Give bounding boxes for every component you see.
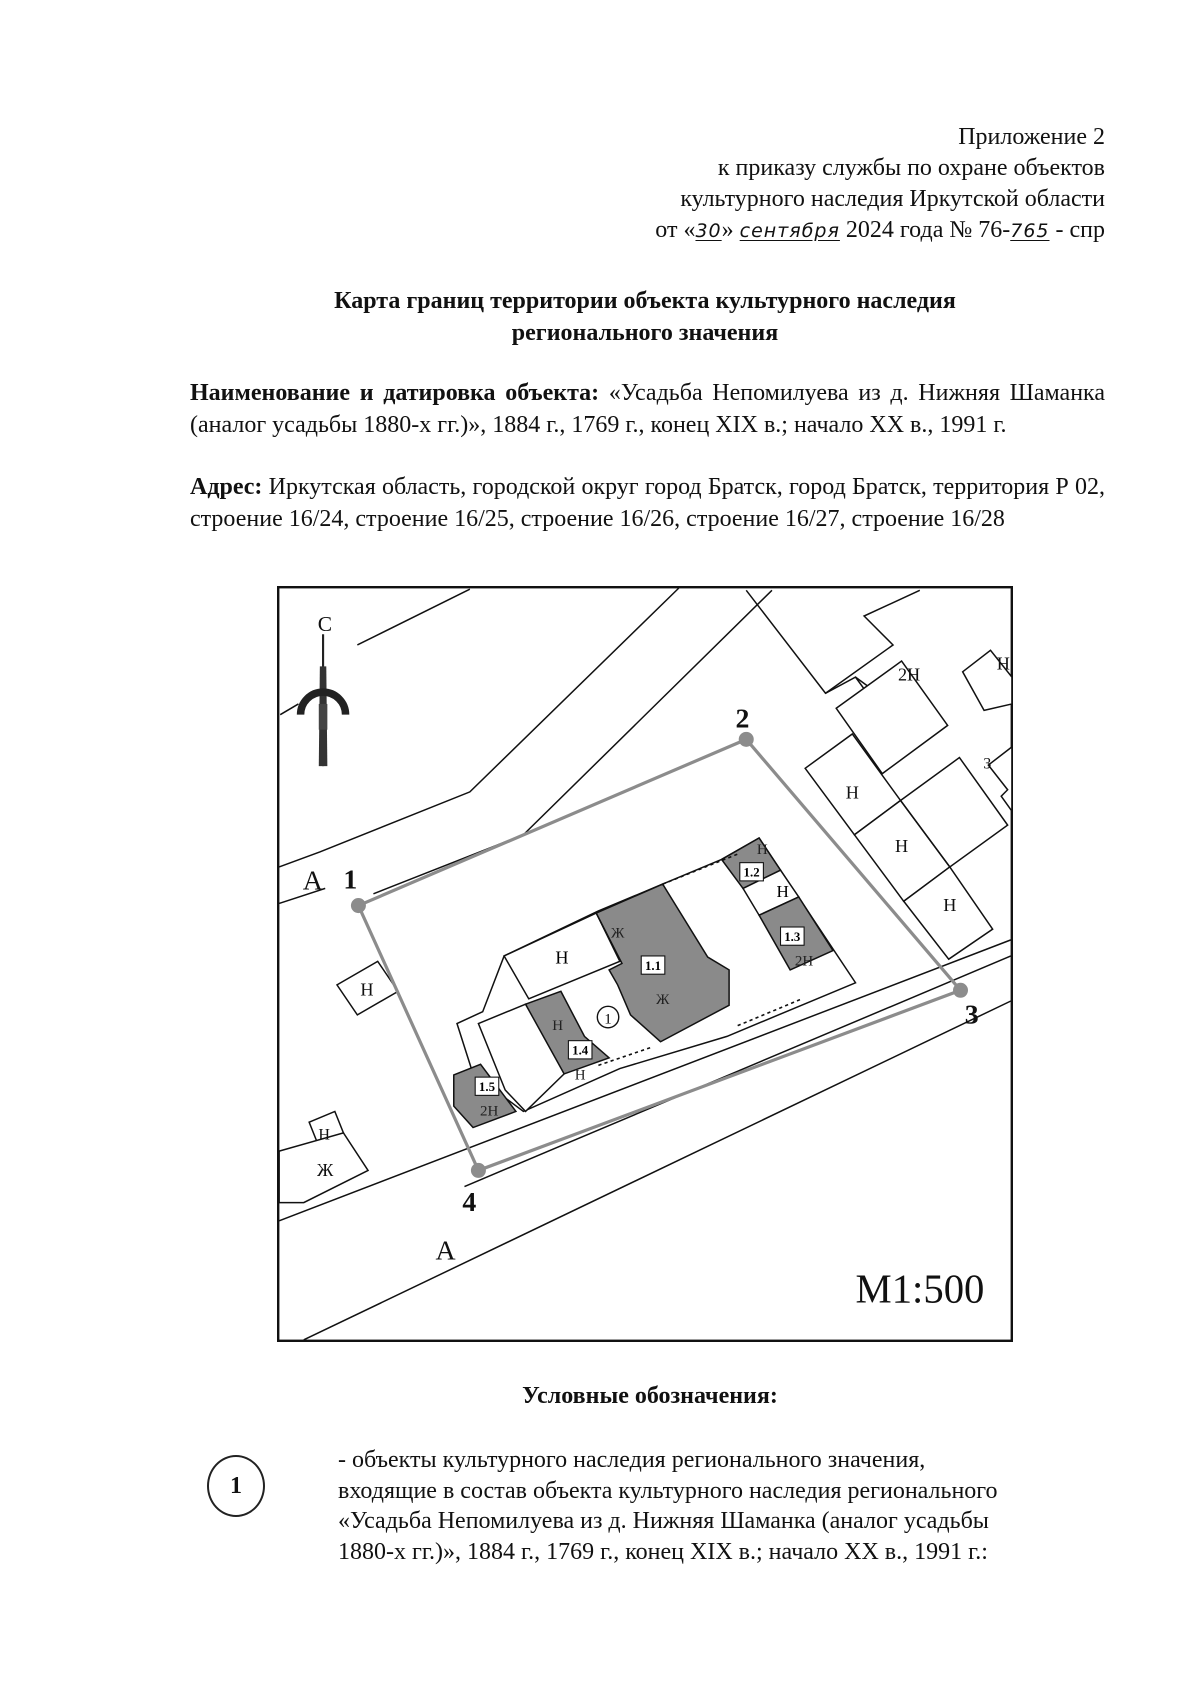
label-1-4: 1.4 — [572, 1044, 589, 1058]
map-scale: М1:500 — [856, 1266, 985, 1311]
legend-item-text: - объекты культурного наследия региональ… — [338, 1447, 998, 1565]
object-label: Наименование и датировка объекта: — [190, 380, 600, 406]
boundary-point-1-icon — [350, 898, 366, 914]
svg-text:Ж: Ж — [611, 926, 625, 942]
building-3 — [987, 745, 1013, 814]
north-arrow-icon: С — [296, 612, 350, 767]
street-label-a: А — [303, 865, 323, 896]
point-label-1: 1 — [343, 864, 357, 895]
order-authority: культурного наследия Иркутской области — [680, 186, 1105, 212]
appendix-header: Приложение 2 к приказу службы по охране … — [405, 122, 1105, 247]
building-2n-right — [835, 660, 949, 775]
svg-text:Н: Н — [575, 1067, 586, 1083]
address-value: Иркутская область, городской округ город… — [190, 474, 1105, 532]
label-1-2: 1.2 — [744, 866, 760, 880]
handwritten-number: 765 — [1010, 220, 1050, 242]
boundary-point-3-icon — [953, 982, 969, 998]
handwritten-month: сентября — [739, 220, 840, 242]
boundary-map: С 2Н Н Н Н Н 3 Н Н Ж — [276, 585, 1014, 1343]
building-n-top-right — [961, 649, 1013, 712]
object-address: Адрес: Иркутская область, городской окру… — [190, 472, 1105, 535]
svg-text:1: 1 — [604, 1012, 611, 1028]
territory-boundary — [350, 731, 969, 1178]
street-label-a: А — [436, 1235, 456, 1266]
svg-text:2Н: 2Н — [480, 1104, 498, 1120]
label-n: Н — [318, 1126, 330, 1143]
svg-text:Н: Н — [552, 1018, 563, 1034]
heritage-object-marker-icon: 1 — [207, 1455, 265, 1517]
label-n-estate: Н — [555, 947, 568, 967]
address-label: Адрес: — [190, 474, 263, 500]
point-label-3: 3 — [965, 1000, 979, 1031]
document-title: Карта границ территории объекта культурн… — [334, 288, 956, 346]
label-3: 3 — [983, 755, 991, 772]
object-value: «Усадьба Непомилуева из д. Нижняя Шаманк… — [190, 380, 1106, 438]
label-n: Н — [895, 836, 908, 856]
object-description: Наименование и датировка объекта: «Усадь… — [190, 378, 1105, 441]
object-marker-icon — [596, 1005, 620, 1029]
svg-text:2Н: 2Н — [795, 954, 813, 970]
building-zh-left — [278, 1132, 370, 1204]
boundary-point-2-icon — [738, 731, 754, 747]
label-zh-1-1: Ж — [656, 992, 670, 1008]
handwritten-day: 30 — [695, 220, 722, 242]
label-zh: Ж — [317, 1160, 334, 1180]
label-1-5: 1.5 — [479, 1080, 495, 1094]
svg-text:Н: Н — [776, 882, 788, 901]
label-2n: 2Н — [898, 664, 920, 684]
svg-text:Н: Н — [757, 842, 768, 858]
order-reference: к приказу службы по охране объектов — [717, 155, 1105, 181]
point-label-2: 2 — [736, 704, 750, 735]
appendix-number: Приложение 2 — [958, 124, 1105, 150]
label-n: Н — [360, 980, 373, 1000]
order-date-line: от «30» сентября 2024 года № 76-765 - сп… — [655, 217, 1105, 243]
point-label-4: 4 — [462, 1187, 476, 1218]
label-1-3: 1.3 — [784, 930, 800, 944]
label-n: Н — [943, 895, 956, 915]
label-n: Н — [846, 782, 859, 802]
boundary-point-4-icon — [470, 1162, 486, 1178]
label-1-1: 1.1 — [645, 959, 661, 973]
legend-title: Условные обозначения: — [522, 1383, 778, 1409]
svg-text:С: С — [318, 612, 332, 636]
building-n-right-3 — [899, 756, 1009, 868]
building-n-right-4 — [902, 865, 994, 961]
label-n: Н — [997, 654, 1010, 674]
